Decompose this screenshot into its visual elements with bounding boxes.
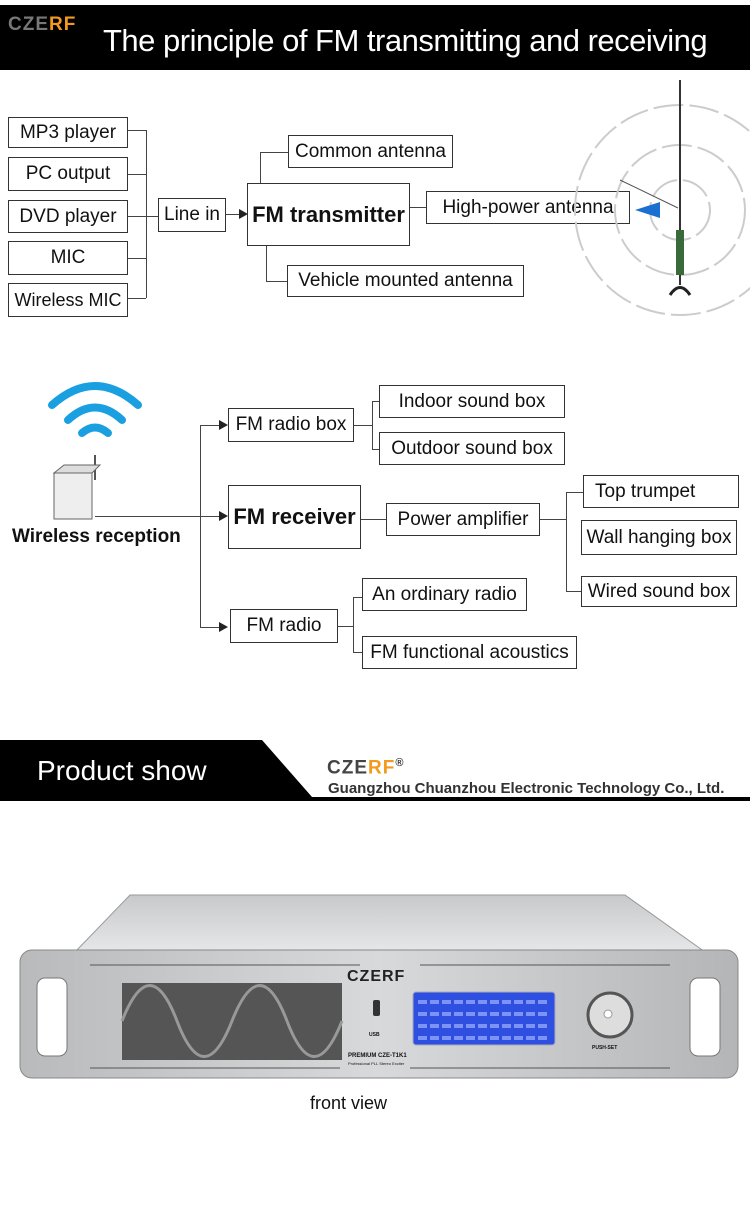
- connector: [353, 597, 354, 652]
- connector: [361, 519, 386, 520]
- company-logo: CZERF®: [327, 757, 405, 779]
- connector: [128, 216, 158, 217]
- arrow-icon: [219, 622, 228, 632]
- header-bar: CZERF The principle of FM transmitting a…: [0, 5, 750, 70]
- connector: [128, 298, 146, 299]
- connector: [200, 627, 220, 628]
- connector: [260, 152, 288, 153]
- high-power-antenna-box: High-power antenna: [426, 191, 630, 224]
- connector: [353, 597, 362, 598]
- vehicle-antenna-box: Vehicle mounted antenna: [287, 265, 524, 297]
- top-trumpet-box: Top trumpet: [583, 475, 739, 508]
- wired-sound-box: Wired sound box: [581, 576, 737, 607]
- connector: [146, 130, 147, 298]
- wall-hanging-box: Wall hanging box: [581, 520, 737, 555]
- line-in-box: Line in: [158, 198, 226, 232]
- connector: [353, 652, 362, 653]
- connector: [200, 425, 220, 426]
- connector: [266, 246, 267, 281]
- connector: [260, 152, 261, 183]
- connector: [410, 207, 426, 208]
- connector: [128, 130, 146, 131]
- fm-acoustics-box: FM functional acoustics: [362, 636, 577, 669]
- fm-transmitter-box: FM transmitter: [247, 183, 410, 246]
- fm-radio: FM radio: [230, 609, 338, 643]
- company-name: Guangzhou Chuanzhou Electronic Technolog…: [328, 780, 725, 797]
- indoor-sound-box: Indoor sound box: [379, 385, 565, 418]
- connector: [95, 516, 220, 517]
- connector: [354, 425, 372, 426]
- source-pc: PC output: [8, 157, 128, 191]
- power-amplifier-box: Power amplifier: [386, 503, 540, 536]
- caption: front view: [310, 1093, 388, 1113]
- fm-receiver-box: FM receiver: [228, 485, 361, 549]
- source-mp3: MP3 player: [8, 117, 128, 148]
- connector: [372, 401, 379, 402]
- connector: [566, 591, 581, 592]
- connector: [372, 401, 373, 449]
- wireless-reception-label: Wireless reception: [12, 526, 181, 547]
- logo: CZERF: [8, 14, 77, 35]
- outdoor-sound-box: Outdoor sound box: [379, 432, 565, 465]
- arrow-icon: [239, 209, 248, 219]
- connector: [566, 492, 583, 493]
- wifi-icon: [48, 382, 142, 520]
- connector: [566, 492, 567, 592]
- model-label: PREMIUM CZE-T1K1: [348, 1053, 407, 1059]
- source-wireless-mic: Wireless MIC: [8, 283, 128, 317]
- connector: [128, 174, 146, 175]
- connector: [200, 425, 201, 627]
- connector: [226, 214, 240, 215]
- knob-label: PUSH-SET: [592, 1045, 618, 1051]
- banner-shape: [0, 740, 750, 801]
- fm-radio-box: FM radio box: [228, 408, 354, 442]
- connector: [540, 519, 566, 520]
- connector: [372, 449, 379, 450]
- source-mic: MIC: [8, 241, 128, 275]
- ordinary-radio-box: An ordinary radio: [362, 578, 527, 611]
- model-subtitle: Professional PLL Stereo Exciter: [348, 1061, 405, 1066]
- device-brand: CZERF: [347, 968, 406, 985]
- banner-title: Product show: [37, 755, 207, 786]
- connector: [266, 281, 287, 282]
- connector: [128, 258, 146, 259]
- arrow-icon: [219, 511, 228, 521]
- common-antenna-box: Common antenna: [288, 135, 453, 168]
- source-dvd: DVD player: [8, 200, 128, 233]
- antenna-icon: [574, 80, 750, 316]
- connector: [338, 626, 353, 627]
- page-title: The principle of FM transmitting and rec…: [103, 23, 708, 58]
- arrow-icon: [219, 420, 228, 430]
- usb-label: USB: [369, 1032, 380, 1038]
- transmitter-device: [19, 894, 739, 1079]
